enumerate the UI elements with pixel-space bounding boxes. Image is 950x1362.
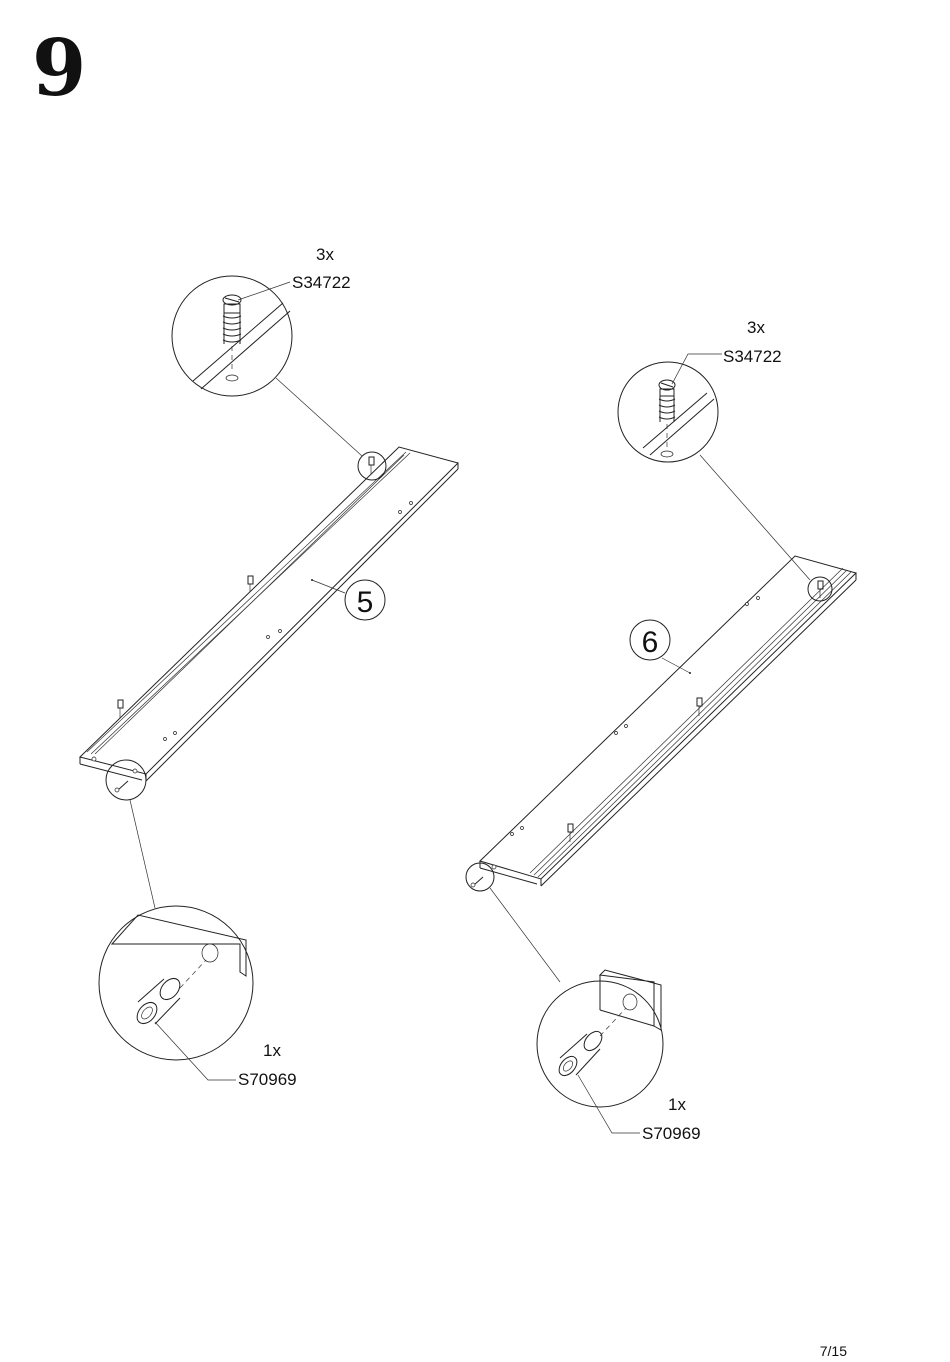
dowel-leader-6 xyxy=(490,888,560,982)
dowel-qty-5: 1x xyxy=(263,1041,281,1060)
part-number-5: 5 xyxy=(357,586,374,619)
board-5 xyxy=(80,447,458,781)
screw-magnifier-6 xyxy=(618,354,722,462)
board-6 xyxy=(480,556,856,886)
dowel-code-5: S70969 xyxy=(238,1070,297,1089)
screw-detail-marker-5 xyxy=(358,452,386,480)
part-number-6: 6 xyxy=(642,626,659,659)
dowel-qty-6: 1x xyxy=(668,1095,686,1114)
page-number: 7/15 xyxy=(820,1343,847,1359)
dowel-code-6: S70969 xyxy=(642,1124,701,1143)
dowel-magnifier-6 xyxy=(537,970,663,1133)
screw-magnifier-5 xyxy=(172,276,292,396)
dowel-icon xyxy=(556,1028,606,1079)
panel-6-assembly: 3x S34722 6 xyxy=(466,318,856,1143)
screw-qty-6: 3x xyxy=(747,318,765,337)
screw-qty-5: 3x xyxy=(316,245,334,264)
part-badge-6: 6 xyxy=(630,620,670,660)
panel-5-assembly: 3x S34722 5 xyxy=(80,245,458,1089)
screw-leader-5 xyxy=(276,378,362,456)
screw-leader-6 xyxy=(700,455,810,580)
dowel-icon xyxy=(133,975,184,1028)
dowel-mini-5 xyxy=(115,781,128,792)
dowel-leader-5 xyxy=(130,800,155,908)
dowel-magnifier-5 xyxy=(99,906,253,1080)
cam-screw-icon xyxy=(223,295,241,381)
screw-code-5: S34722 xyxy=(292,273,351,292)
screw-code-6: S34722 xyxy=(723,347,782,366)
dowel-mini-6 xyxy=(471,877,483,887)
part-badge-5: 5 xyxy=(345,580,385,620)
